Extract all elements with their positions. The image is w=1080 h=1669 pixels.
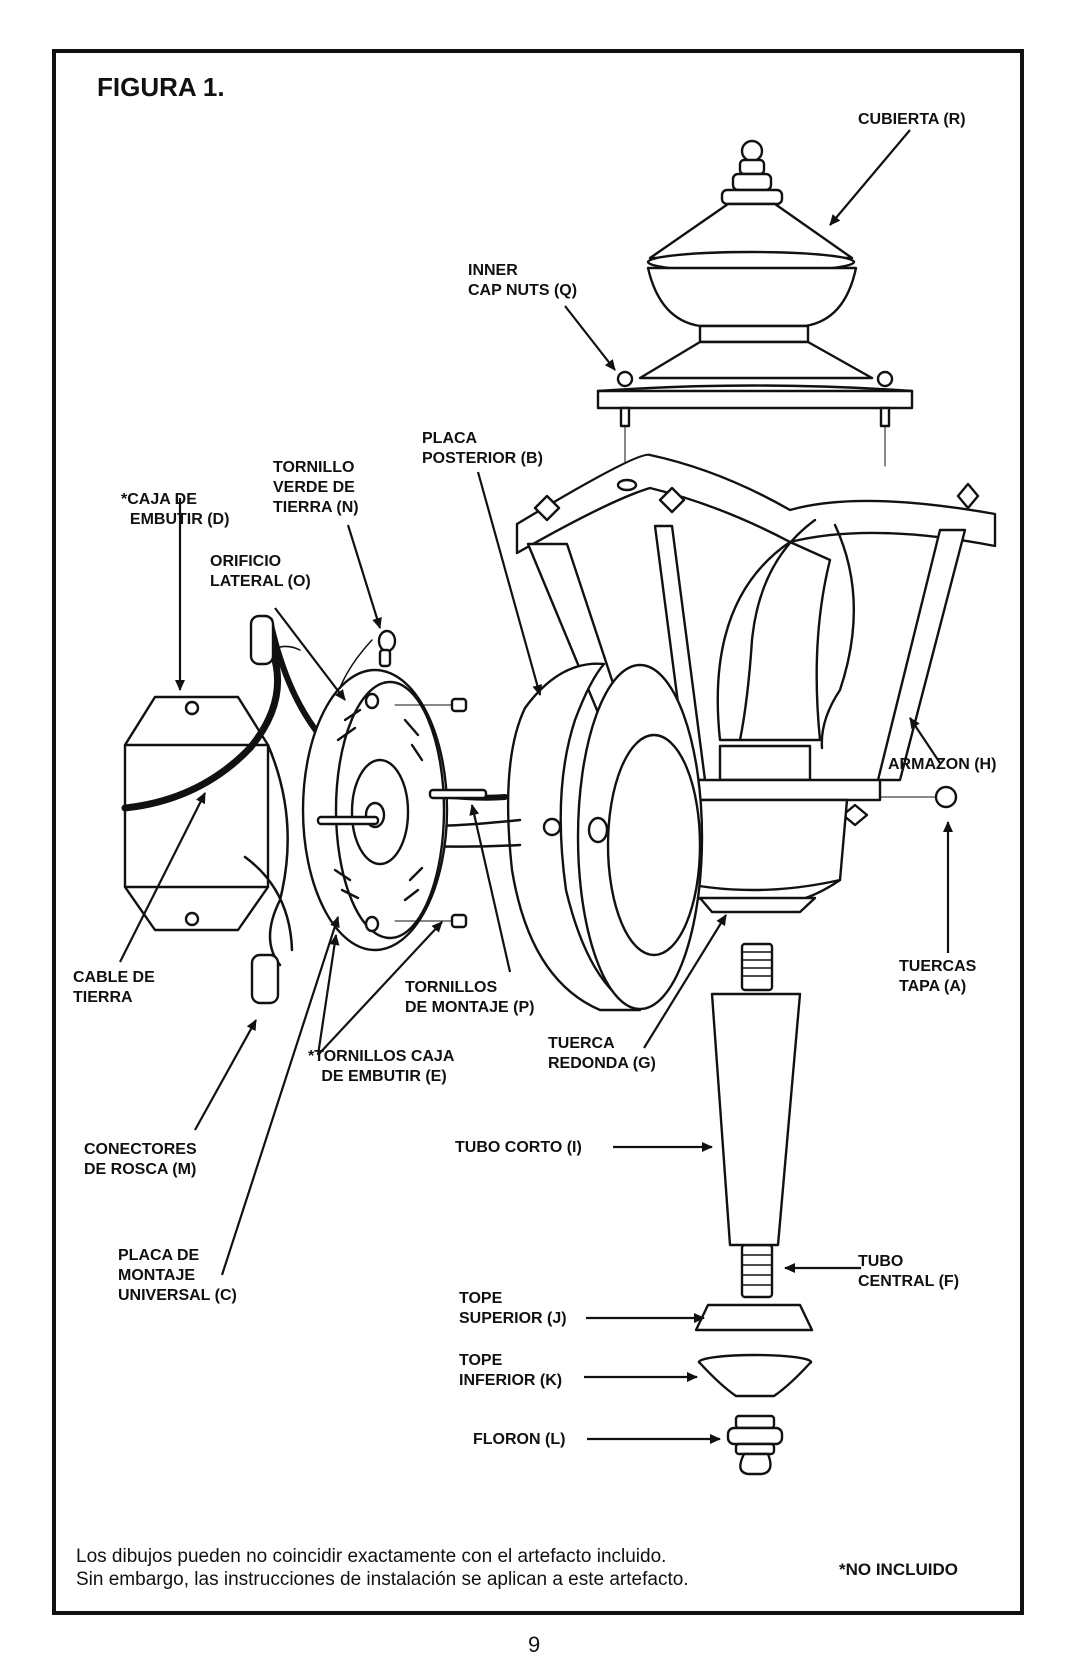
- tornillos-caja-drawing: [394, 697, 468, 929]
- label-orificio-lateral: ORIFICIO LATERAL (O): [210, 553, 311, 590]
- label-caja-embutir: *CAJA DE EMBUTIR (D): [121, 491, 230, 528]
- label-inner-cap-nuts: INNER CAP NUTS (Q): [468, 262, 578, 299]
- label-tornillos-caja: *TORNILLOS CAJA DE EMBUTIR (E): [308, 1048, 455, 1085]
- caja-embutir-drawing: [123, 645, 301, 932]
- cubierta-cap-drawing: [596, 139, 914, 467]
- placa-montaje-drawing: [301, 668, 449, 952]
- note-line-1: Los dibujos pueden no coincidir exactame…: [76, 1546, 667, 1567]
- label-tope-superior: TOPE SUPERIOR (J): [459, 1290, 567, 1327]
- label-placa-montaje: PLACA DE MONTAJE UNIVERSAL (C): [118, 1247, 237, 1304]
- figure-title: FIGURA 1.: [97, 72, 225, 102]
- tope-superior-drawing: [694, 1303, 814, 1332]
- wire-connector-top: [249, 614, 275, 666]
- no-incluido-note: *NO INCLUIDO: [839, 1560, 958, 1579]
- disclaimer-note: Los dibujos pueden no coincidir exactame…: [76, 1545, 689, 1591]
- label-conectores-rosca: CONECTORES DE ROSCA (M): [84, 1141, 197, 1178]
- page-number: 9: [528, 1632, 541, 1657]
- label-floron: FLORON (L): [473, 1431, 566, 1448]
- note-line-2: Sin embargo, las instrucciones de instal…: [76, 1569, 689, 1590]
- label-tubo-central: TUBO CENTRAL (F): [858, 1253, 960, 1290]
- label-cable-tierra: CABLE DE TIERRA: [73, 969, 155, 1006]
- conector-rosca-drawing: [250, 953, 280, 1005]
- leader-lines: [119, 129, 953, 1444]
- tubo-central-drawing: [740, 942, 774, 1299]
- label-tuercas-tapa: TUERCAS TAPA (A): [899, 958, 977, 995]
- label-placa-posterior: PLACA POSTERIOR (B): [422, 430, 543, 467]
- label-tornillo-verde: TORNILLO VERDE DE TIERRA (N): [273, 459, 359, 516]
- floron-drawing: [726, 1414, 784, 1476]
- label-tornillos-montaje: TORNILLOS DE MONTAJE (P): [405, 979, 535, 1016]
- tubo-corto-drawing: [710, 992, 802, 1247]
- label-tope-inferior: TOPE INFERIOR (K): [459, 1352, 563, 1389]
- tornillo-verde-drawing: [377, 629, 397, 668]
- figure-frame: [52, 49, 1024, 1615]
- tope-inferior-drawing: [697, 1353, 813, 1398]
- tornillos-montaje-drawing: [316, 788, 488, 826]
- placa-posterior-drawing: [506, 662, 704, 1012]
- label-tuerca-redonda: TUERCA REDONDA (G): [548, 1035, 656, 1072]
- label-armazon: ARMAZON (H): [888, 756, 997, 773]
- label-cubierta: CUBIERTA (R): [858, 111, 966, 128]
- label-tubo-corto: TUBO CORTO (I): [455, 1139, 582, 1156]
